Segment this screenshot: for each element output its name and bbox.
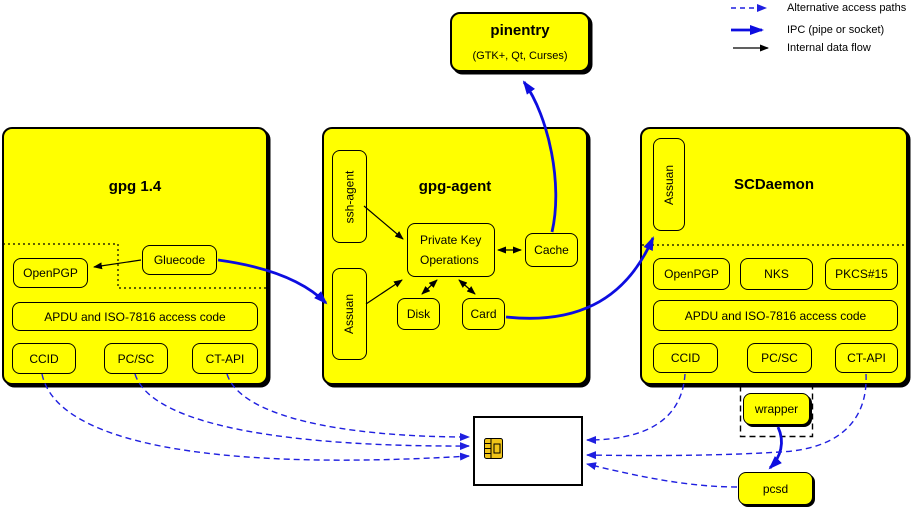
alt-scdaemon-ctapi-to-smartcard: [586, 373, 867, 460]
card-label: Card: [470, 307, 497, 321]
gpg14-openpgp-node: OpenPGP: [13, 258, 88, 288]
gpg14-pcsc-label: PC/SC: [117, 351, 155, 366]
scdaemon-ctapi-node: CT-API: [835, 343, 898, 373]
gpg14-ctapi-label: CT-API: [205, 351, 245, 366]
gpg-agent-title: gpg-agent: [418, 178, 492, 195]
scdaemon-pcsc-label: PC/SC: [761, 351, 798, 365]
smartcard-chip-icon: [484, 438, 503, 459]
wrapper-node: wrapper: [743, 393, 810, 425]
alt-gpg14-ccid-to-smartcard: [41, 373, 470, 461]
cache-label: Cache: [534, 243, 569, 257]
scdaemon-apdu-label: APDU and ISO-7816 access code: [684, 308, 867, 323]
gpg14-openpgp-label: OpenPGP: [23, 266, 78, 280]
gpg14-title: gpg 1.4: [108, 178, 162, 195]
pinentry-title: pinentry: [490, 22, 550, 39]
gpg-agent-assuan-label: Assuan: [342, 293, 357, 335]
legend-internal-label: Internal data flow: [787, 42, 871, 54]
legend-alternative-label: Alternative access paths: [787, 2, 907, 14]
scdaemon-assuan-label: Assuan: [662, 164, 676, 205]
scdaemon-title: SCDaemon: [733, 176, 815, 193]
gpg14-ccid-label: CCID: [29, 351, 59, 366]
cache-node: Cache: [525, 233, 578, 267]
gpg-agent-ssh-agent-node: ssh-agent: [332, 150, 367, 243]
pcsd-label: pcsd: [762, 481, 789, 496]
scdaemon-assuan-node: Assuan: [653, 138, 685, 231]
scdaemon-pkcs15-label: PKCS#15: [835, 267, 888, 281]
scdaemon-ctapi-label: CT-API: [847, 351, 886, 365]
pcsd-node: pcsd: [738, 472, 813, 505]
gpg14-gluecode-label: Gluecode: [153, 253, 206, 267]
gpg14-ccid-node: CCID: [12, 343, 76, 374]
gpg14-apdu-label: APDU and ISO-7816 access code: [44, 309, 226, 324]
ssh-agent-label: ssh-agent: [342, 170, 357, 223]
gpg14-ctapi-node: CT-API: [192, 343, 258, 374]
card-node: Card: [462, 298, 505, 330]
private-key-line1: Private Key: [420, 233, 482, 247]
pinentry-subtitle: (GTK+, Qt, Curses): [472, 50, 568, 62]
gpg-agent-assuan-node: Assuan: [332, 268, 367, 360]
scdaemon-apdu-node: APDU and ISO-7816 access code: [653, 300, 898, 331]
gpg14-apdu-node: APDU and ISO-7816 access code: [12, 302, 258, 331]
private-key-operations-node: Private Key Operations: [407, 223, 495, 277]
gpg14-pcsc-node: PC/SC: [104, 343, 168, 374]
pinentry-box: [450, 12, 590, 72]
disk-label: Disk: [406, 307, 431, 321]
scdaemon-pkcs15-node: PKCS#15: [825, 258, 898, 290]
gpg14-gluecode-node: Gluecode: [142, 245, 217, 275]
scdaemon-pcsc-node: PC/SC: [747, 343, 812, 373]
alt-pcsd-to-smartcard: [586, 462, 738, 488]
wrapper-label: wrapper: [754, 402, 799, 416]
scdaemon-nks-node: NKS: [740, 258, 813, 290]
ipc-wrapper-to-pcsd: [768, 426, 783, 470]
legend-ipc-label: IPC (pipe or socket): [787, 24, 885, 36]
scdaemon-box: [640, 127, 908, 385]
disk-node: Disk: [397, 298, 440, 330]
private-key-line2: Operations: [420, 253, 479, 267]
scdaemon-openpgp-node: OpenPGP: [653, 258, 730, 290]
scdaemon-openpgp-label: OpenPGP: [664, 267, 719, 281]
scdaemon-ccid-node: CCID: [653, 343, 718, 373]
scdaemon-nks-label: NKS: [764, 267, 789, 281]
scdaemon-ccid-label: CCID: [670, 351, 701, 365]
